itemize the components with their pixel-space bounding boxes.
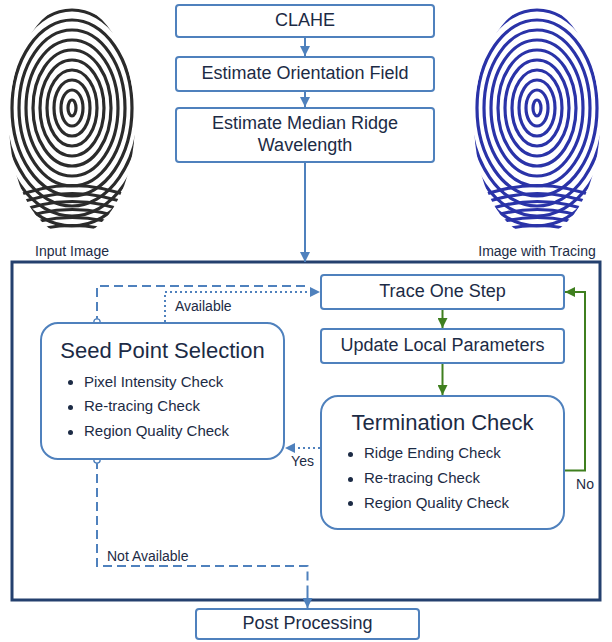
loop-frame (12, 262, 600, 600)
edge-label: No (574, 476, 596, 492)
check-item: Region Quality Check (54, 419, 271, 444)
edge-label: Yes (289, 453, 316, 469)
process-box: Trace One Step (320, 274, 565, 310)
box-label: Post Processing (242, 613, 372, 635)
connector (442, 364, 443, 395)
connector (285, 448, 320, 449)
box-heading: Seed Point Selection (54, 338, 271, 364)
process-box: Estimate Orientation Field (175, 56, 435, 92)
connector-line (304, 92, 306, 107)
process-box: Update Local Parameters (320, 328, 565, 364)
traced-fingerprint (456, 0, 612, 243)
connector (305, 92, 306, 107)
box-label: Estimate Orientation Field (201, 63, 408, 85)
process-box: Estimate Median Ridge Wavelength (175, 107, 435, 163)
check-item: Region Quality Check (334, 491, 551, 516)
connector-line (285, 447, 320, 449)
box-label: Trace One Step (379, 281, 505, 303)
connector-line (442, 364, 444, 395)
input-fingerprint (0, 0, 153, 243)
process-box: Post Processing (195, 608, 420, 640)
connector (165, 292, 320, 322)
image-caption: Input Image (33, 243, 111, 259)
connector-line (442, 310, 444, 328)
connector (97, 460, 308, 608)
check-group-box: Termination CheckRidge Ending CheckRe-tr… (320, 395, 565, 530)
connector (97, 163, 305, 322)
edge-label: Available (173, 298, 234, 314)
box-label: CLAHE (275, 10, 335, 32)
box-label: Estimate Median Ridge Wavelength (185, 113, 425, 156)
connector-line (304, 163, 306, 262)
connector-line (304, 38, 306, 56)
connector-line (165, 292, 320, 322)
connector-line (307, 592, 309, 608)
box-heading: Termination Check (334, 410, 551, 436)
connector-line (565, 292, 585, 471)
edge-label: Not Available (105, 548, 190, 564)
check-item: Pixel Intensity Check (54, 370, 271, 395)
connector (305, 38, 306, 56)
check-item: Re-tracing Check (334, 466, 551, 491)
connector (565, 292, 585, 471)
connector (442, 310, 443, 328)
box-label: Update Local Parameters (340, 335, 544, 357)
process-box: CLAHE (175, 4, 435, 38)
check-item: Ridge Ending Check (334, 441, 551, 466)
check-group-box: Seed Point SelectionPixel Intensity Chec… (40, 322, 285, 460)
check-item: Re-tracing Check (54, 394, 271, 419)
image-caption: Image with Tracing (476, 243, 598, 259)
connector-line (97, 460, 308, 592)
